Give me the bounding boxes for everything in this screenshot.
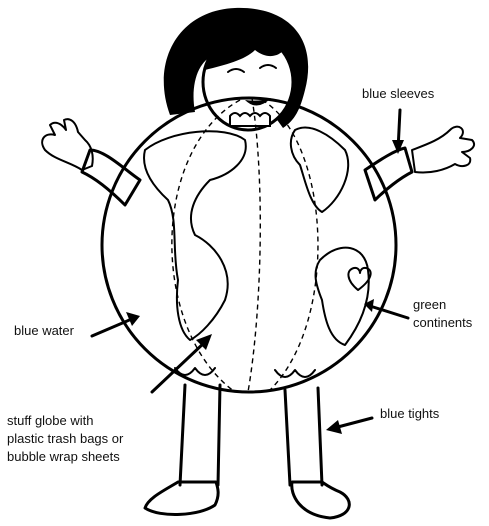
meridian-center	[248, 98, 260, 392]
right-hand	[412, 127, 474, 173]
right-shoe	[292, 482, 350, 518]
arrow-blue-water	[92, 312, 140, 336]
shorts	[175, 368, 315, 377]
continent-africa	[316, 248, 369, 345]
collar	[230, 113, 270, 126]
right-sleeve	[365, 148, 412, 200]
label-blue-water: blue water	[14, 322, 74, 339]
continent-europe	[291, 128, 348, 212]
globe	[102, 98, 396, 392]
label-blue-sleeves: blue sleeves	[362, 85, 434, 102]
arrow-blue-tights	[326, 418, 372, 434]
left-shoe	[145, 482, 218, 514]
label-stuff-globe-line2: plastic trash bags or	[7, 430, 123, 447]
label-green-continents-line2: continents	[413, 314, 472, 331]
continent-americas	[144, 131, 246, 340]
label-stuff-globe-line3: bubble wrap sheets	[7, 448, 120, 465]
right-leg	[285, 388, 322, 485]
left-leg	[180, 385, 220, 485]
label-stuff-globe-line1: stuff globe with	[7, 412, 93, 429]
label-green-continents-line1: green	[413, 296, 446, 313]
label-blue-tights: blue tights	[380, 405, 439, 422]
